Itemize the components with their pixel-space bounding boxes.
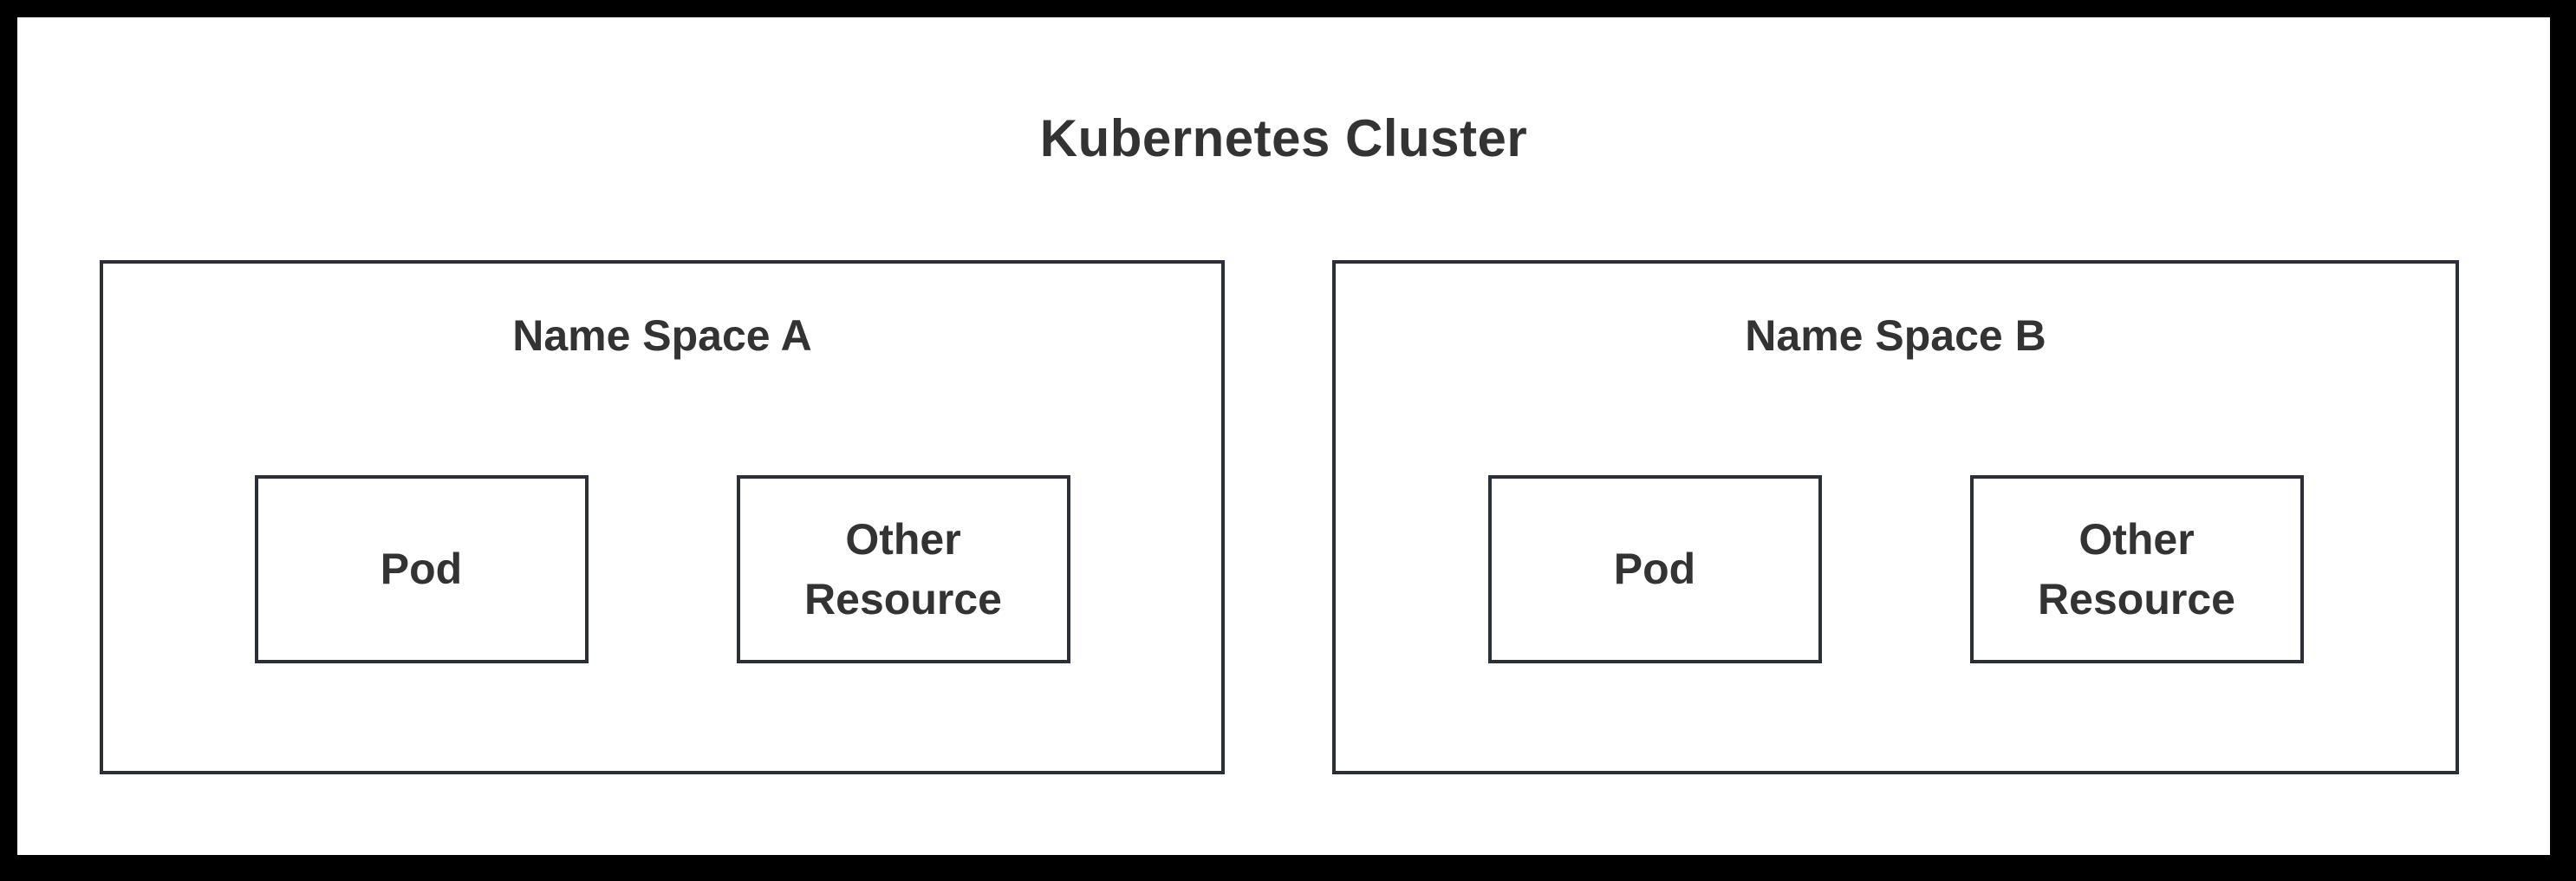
- namespace-b-nodes-row: Pod Other Resource: [1336, 475, 2456, 663]
- node-pod-b: Pod: [1487, 475, 1822, 663]
- node-label: Pod: [380, 545, 463, 593]
- diagram-title: Kubernetes Cluster: [1039, 109, 1528, 167]
- namespace-a-nodes-row: Pod Other Resource: [103, 475, 1221, 663]
- diagram-canvas: Kubernetes Cluster Name Space A Pod Othe…: [17, 17, 2550, 855]
- node-other-resource-a: Other Resource: [736, 475, 1070, 663]
- node-label: Other Resource: [2038, 514, 2235, 623]
- namespace-b-label: Name Space B: [1745, 311, 2046, 360]
- node-pod-a: Pod: [254, 475, 589, 663]
- namespace-box-a: Name Space A Pod Other Resource: [100, 260, 1225, 774]
- node-other-resource-b: Other Resource: [1969, 475, 2304, 663]
- node-label: Pod: [1613, 545, 1696, 593]
- node-label: Other Resource: [804, 514, 1002, 623]
- namespace-a-label: Name Space A: [512, 311, 812, 360]
- namespace-box-b: Name Space B Pod Other Resource: [1332, 260, 2459, 774]
